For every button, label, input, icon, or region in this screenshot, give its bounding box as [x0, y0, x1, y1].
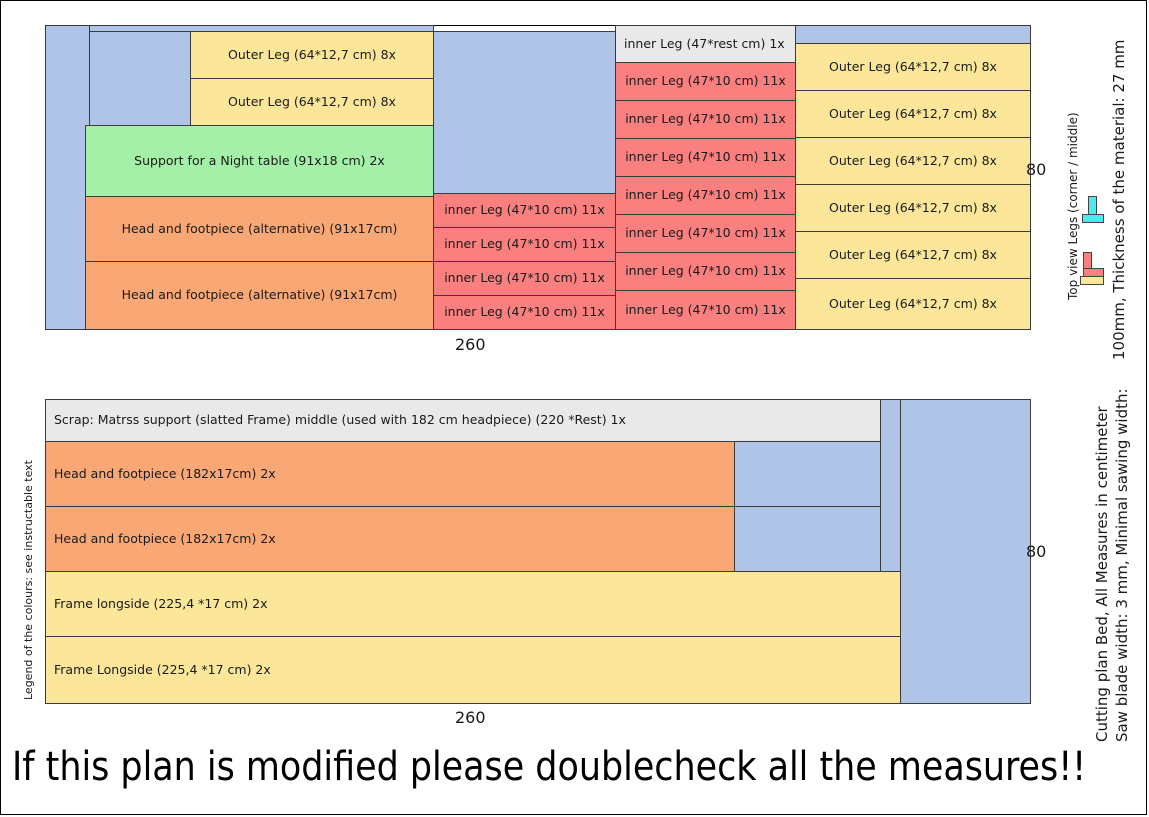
piece-inner-leg: inner Leg (47*10 cm) 11x: [433, 295, 616, 330]
piece-inner-leg: inner Leg (47*10 cm) 11x: [433, 193, 616, 228]
piece-inner-leg: inner Leg (47*10 cm) 11x: [615, 290, 796, 330]
note-cutting-plan-title: Cutting plan Bed, All Measures in centim…: [1093, 406, 1111, 742]
scrap-blue-left-strip: [45, 25, 90, 330]
piece-inner-leg: inner Leg (47*10 cm) 11x: [433, 261, 616, 296]
piece-label: Head and footpiece (alternative) (91x17c…: [121, 220, 398, 236]
piece-outer-leg: Outer Leg (64*12,7 cm) 8x: [190, 31, 434, 79]
dimension-bottom-height: 80: [1026, 542, 1047, 561]
piece-frame-longside: Frame Longside (225,4 *17 cm) 2x: [45, 636, 901, 704]
page-caption: If this plan is modified please doublech…: [12, 744, 1087, 790]
piece-frame-longside: Frame longside (225,4 *17 cm) 2x: [45, 571, 901, 637]
piece-label: inner Leg (47*rest cm) 1x: [624, 35, 785, 51]
scrap-blue-right-sliver: [795, 25, 1031, 44]
piece-label: Support for a Night table (91x18 cm) 2x: [134, 152, 385, 168]
piece-label: Outer Leg (64*12,7 cm) 8x: [829, 295, 997, 311]
piece-head-footpiece: Head and footpiece (182x17cm) 2x: [45, 441, 735, 507]
piece-outer-leg: Outer Leg (64*12,7 cm) 8x: [795, 184, 1031, 232]
piece-night-table-support: Support for a Night table (91x18 cm) 2x: [85, 125, 434, 197]
scrap-blue-narrow-strip: [880, 399, 901, 572]
piece-label: inner Leg (47*10 cm) 11x: [625, 301, 786, 317]
piece-label: inner Leg (47*10 cm) 11x: [444, 304, 605, 320]
piece-label: inner Leg (47*10 cm) 11x: [625, 263, 786, 279]
piece-inner-leg: inner Leg (47*10 cm) 11x: [615, 252, 796, 291]
piece-label: Outer Leg (64*12,7 cm) 8x: [829, 199, 997, 215]
scrap-blue-mid-lower: [734, 506, 881, 572]
piece-label: Outer Leg (64*12,7 cm) 8x: [829, 152, 997, 168]
piece-label: Frame longside (225,4 *17 cm) 2x: [54, 595, 268, 611]
piece-label: Head and footpiece (182x17cm) 2x: [54, 465, 276, 481]
piece-outer-leg: Outer Leg (64*12,7 cm) 8x: [795, 231, 1031, 279]
dimension-top-width: 260: [455, 335, 486, 354]
note-material-thickness: 100mm, Thickness of the material: 27 mm: [1110, 39, 1128, 360]
piece-head-footpiece: Head and footpiece (182x17cm) 2x: [45, 506, 735, 572]
piece-label: inner Leg (47*10 cm) 11x: [625, 73, 786, 89]
piece-inner-leg: inner Leg (47*10 cm) 11x: [615, 176, 796, 215]
piece-outer-leg: Outer Leg (64*12,7 cm) 8x: [795, 90, 1031, 138]
piece-outer-leg: Outer Leg (64*12,7 cm) 8x: [795, 43, 1031, 91]
piece-outer-leg: Outer Leg (64*12,7 cm) 8x: [795, 137, 1031, 185]
piece-inner-leg: inner Leg (47*10 cm) 11x: [615, 138, 796, 177]
note-saw-blade-width: Saw blade width: 3 mm, Minimal sawing wi…: [1113, 388, 1131, 742]
cutting-sheet-bottom: Scrap: Matrss support (slatted Frame) mi…: [45, 399, 1031, 704]
piece-label: inner Leg (47*10 cm) 11x: [625, 187, 786, 203]
piece-label: inner Leg (47*10 cm) 11x: [444, 202, 605, 218]
piece-scrap-mattress-support: Scrap: Matrss support (slatted Frame) mi…: [45, 399, 881, 442]
piece-label: inner Leg (47*10 cm) 11x: [444, 270, 605, 286]
piece-outer-leg: Outer Leg (64*12,7 cm) 8x: [190, 78, 434, 126]
piece-head-footpiece-alt: Head and footpiece (alternative) (91x17c…: [85, 261, 434, 330]
piece-label: Head and footpiece (alternative) (91x17c…: [121, 287, 398, 303]
corner-leg-topview-icon: [1080, 252, 1106, 286]
piece-inner-leg-rest: inner Leg (47*rest cm) 1x: [615, 25, 796, 63]
middle-leg-topview-icon: [1082, 196, 1104, 224]
scrap-blue-block-col3: [433, 31, 616, 194]
piece-label: Outer Leg (64*12,7 cm) 8x: [228, 46, 396, 62]
piece-label: inner Leg (47*10 cm) 11x: [625, 149, 786, 165]
cutting-sheet-top: Outer Leg (64*12,7 cm) 8x Outer Leg (64*…: [45, 25, 1031, 330]
piece-label: inner Leg (47*10 cm) 11x: [444, 236, 605, 252]
piece-label: Scrap: Matrss support (slatted Frame) mi…: [54, 412, 626, 428]
piece-inner-leg: inner Leg (47*10 cm) 11x: [615, 214, 796, 253]
piece-label: Outer Leg (64*12,7 cm) 8x: [829, 58, 997, 74]
piece-label: Outer Leg (64*12,7 cm) 8x: [829, 105, 997, 121]
dimension-bottom-width: 260: [455, 708, 486, 727]
scrap-blue-right-block: [900, 399, 1031, 704]
piece-label: Head and footpiece (182x17cm) 2x: [54, 530, 276, 546]
dimension-top-height: 80: [1026, 160, 1047, 179]
piece-inner-leg: inner Leg (47*10 cm) 11x: [433, 227, 616, 262]
piece-head-footpiece-alt: Head and footpiece (alternative) (91x17c…: [85, 196, 434, 262]
piece-label: Outer Leg (64*12,7 cm) 8x: [829, 246, 997, 262]
piece-label: inner Leg (47*10 cm) 11x: [625, 111, 786, 127]
piece-inner-leg: inner Leg (47*10 cm) 11x: [615, 62, 796, 101]
piece-label: Frame Longside (225,4 *17 cm) 2x: [54, 661, 271, 677]
piece-label: inner Leg (47*10 cm) 11x: [625, 225, 786, 241]
scrap-blue-mid-upper: [734, 441, 881, 507]
legend-note-left: Legend of the colours: see instructable …: [22, 460, 35, 700]
piece-outer-leg: Outer Leg (64*12,7 cm) 8x: [795, 278, 1031, 330]
note-top-view-legs: Top view Legs (corner / middle): [1066, 112, 1080, 300]
piece-label: Outer Leg (64*12,7 cm) 8x: [228, 93, 396, 109]
piece-inner-leg: inner Leg (47*10 cm) 11x: [615, 100, 796, 139]
